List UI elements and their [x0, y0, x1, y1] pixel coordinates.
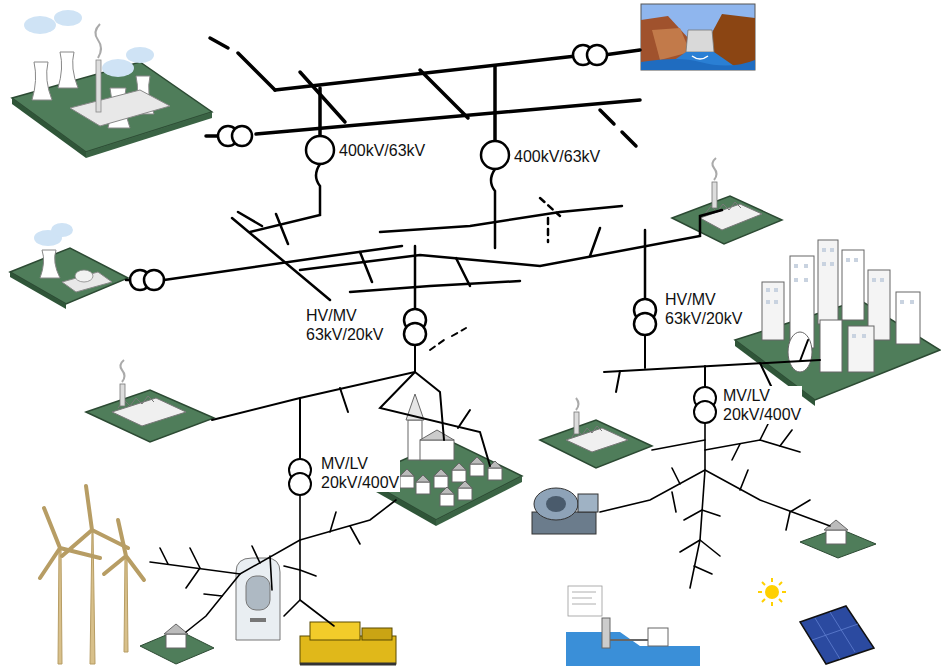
lv-lines [150, 420, 830, 632]
coal-plant [12, 10, 212, 158]
voltage-label: HV/MV 63kV/20kV [664, 290, 743, 328]
factory [672, 158, 782, 244]
solar-panel [758, 578, 874, 664]
voltage-label: 400kV/63kV [513, 147, 601, 166]
voltage-label: MV/LV 20kV/400V [722, 386, 802, 424]
factory [540, 398, 652, 468]
genset [300, 622, 396, 664]
city [735, 240, 940, 406]
voltage-label: MV/LV 20kV/400V [320, 454, 400, 492]
hydro-dam [641, 4, 755, 70]
small-hydro [566, 586, 700, 666]
mv-lv-transformers [289, 387, 716, 495]
mv-lines [212, 328, 820, 466]
micro-turbine [532, 488, 598, 534]
subtransmission-lines [126, 164, 722, 309]
nuclear-plant [10, 223, 128, 309]
transmission-lines [206, 38, 640, 146]
house [140, 624, 214, 664]
hv-mv-transformers [404, 299, 656, 345]
fuel-cell [236, 558, 280, 640]
factory [86, 360, 214, 442]
voltage-label: 400kV/63kV [338, 141, 426, 160]
house [800, 520, 876, 558]
voltage-label: HV/MV 63kV/20kV [305, 306, 384, 344]
wind-turbines [40, 486, 144, 664]
transformer-symbols [130, 45, 607, 290]
